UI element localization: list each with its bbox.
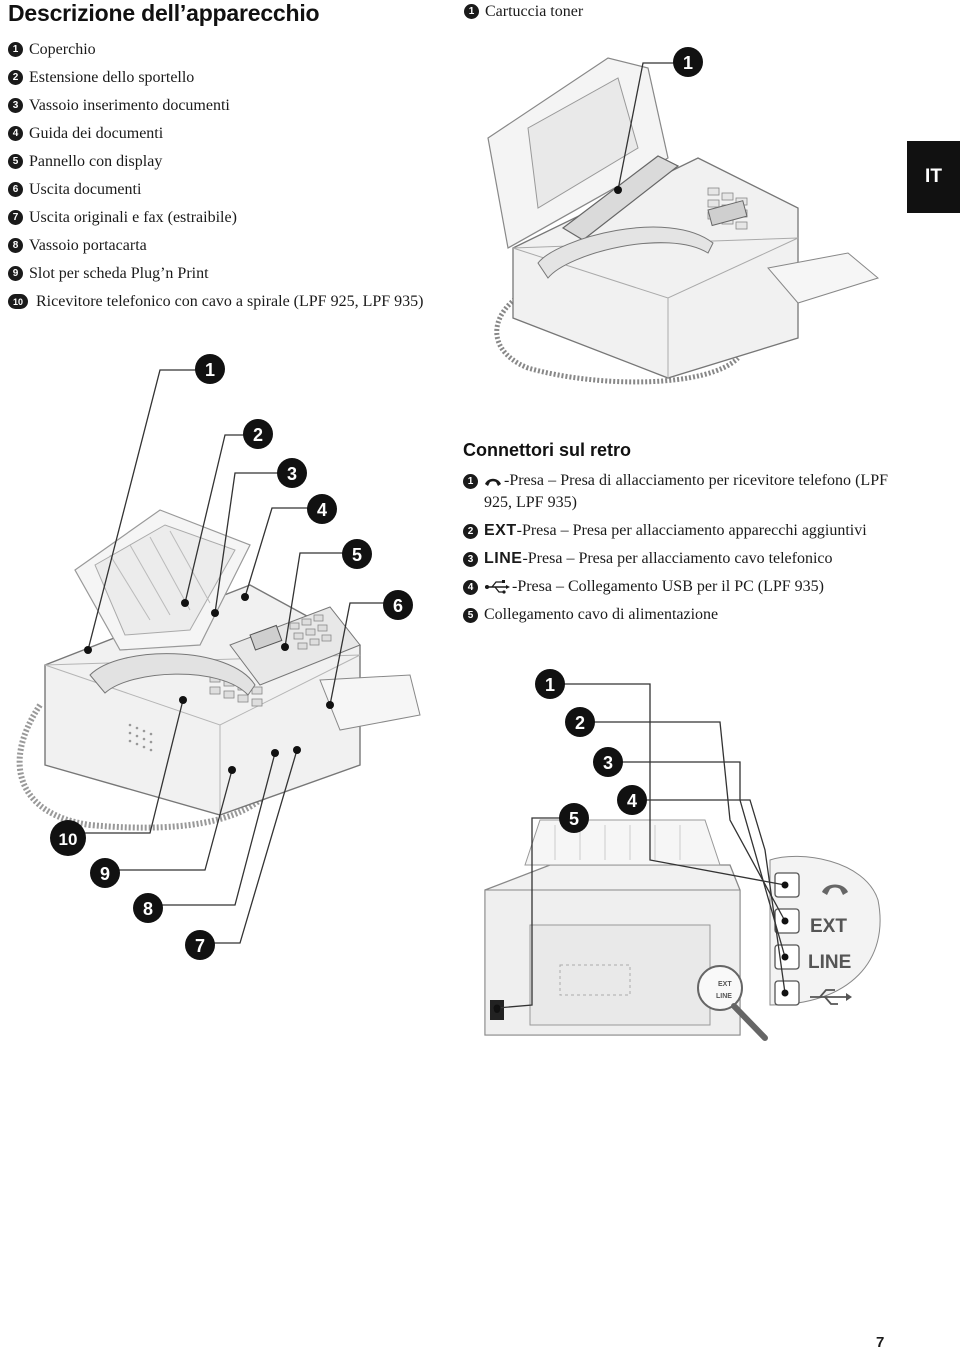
handset-port-icon <box>822 884 848 895</box>
svg-text:10: 10 <box>59 830 78 849</box>
list-item: 4 -Presa – Collegamento USB per il PC (L… <box>463 576 888 598</box>
callout-number: 3 <box>8 98 23 113</box>
page-title: Descrizione dell’apparecchio <box>8 0 320 26</box>
svg-text:3: 3 <box>287 464 297 484</box>
svg-text:6: 6 <box>393 596 403 616</box>
callout-number: 6 <box>8 182 23 197</box>
svg-text:9: 9 <box>100 864 110 884</box>
callout-number: 8 <box>8 238 23 253</box>
ext-keyword: EXT <box>484 522 517 539</box>
language-tab: IT <box>907 141 960 213</box>
callout-number: 4 <box>463 580 478 595</box>
callout-number: 2 <box>8 70 23 85</box>
fax-front-illustration: 1 2 3 4 5 6 10 9 8 7 <box>16 354 421 960</box>
svg-text:1: 1 <box>545 675 555 695</box>
callout-number: 1 <box>464 4 479 19</box>
svg-text:LINE: LINE <box>716 993 732 1000</box>
svg-text:7: 7 <box>195 936 205 956</box>
section-heading: Connettori sul retro <box>463 440 632 460</box>
list-item: 1 -Presa – Presa di allacciamento per ri… <box>463 470 888 514</box>
connectors-list: 1 -Presa – Presa di allacciamento per ri… <box>463 470 888 632</box>
handset-icon <box>485 478 501 486</box>
list-item: 3 LINE-Presa – Presa per allacciamento c… <box>463 548 888 570</box>
svg-text:2: 2 <box>253 425 263 445</box>
fax-toner-illustration: 1 <box>487 47 880 385</box>
svg-text:EXT: EXT <box>718 981 732 988</box>
callout-number: 5 <box>8 154 23 169</box>
callout-number: 9 <box>8 266 23 281</box>
svg-text:4: 4 <box>627 791 637 811</box>
callout-number: 2 <box>463 524 478 539</box>
line-keyword: LINE <box>484 550 523 567</box>
callout-number: 1 <box>463 474 478 489</box>
svg-text:EXT: EXT <box>810 916 847 937</box>
callout-number: 1 <box>8 42 23 57</box>
list-item: 5 Collegamento cavo di alimentazione <box>463 604 888 626</box>
fax-rear-illustration: EXT LINE EXT LINE 1 2 3 4 5 <box>484 669 881 1041</box>
svg-text:2: 2 <box>575 713 585 733</box>
usb-icon <box>485 580 510 594</box>
callout-number: 5 <box>463 608 478 623</box>
page-number: 7 <box>876 1334 885 1351</box>
svg-text:1: 1 <box>683 53 693 73</box>
toner-label: 1 Cartuccia toner <box>464 0 583 24</box>
callout-number: 10 <box>8 294 28 309</box>
svg-text:4: 4 <box>317 500 327 520</box>
callout-number: 7 <box>8 210 23 225</box>
svg-text:5: 5 <box>569 809 579 829</box>
svg-text:8: 8 <box>143 899 153 919</box>
svg-text:5: 5 <box>352 545 362 565</box>
usb-port-icon <box>810 989 848 1005</box>
list-item: 2 EXT-Presa – Presa per allacciamento ap… <box>463 520 888 542</box>
svg-text:1: 1 <box>205 360 215 380</box>
svg-text:LINE: LINE <box>808 952 851 973</box>
callout-number: 4 <box>8 126 23 141</box>
callout-number: 3 <box>463 552 478 567</box>
svg-text:3: 3 <box>603 753 613 773</box>
